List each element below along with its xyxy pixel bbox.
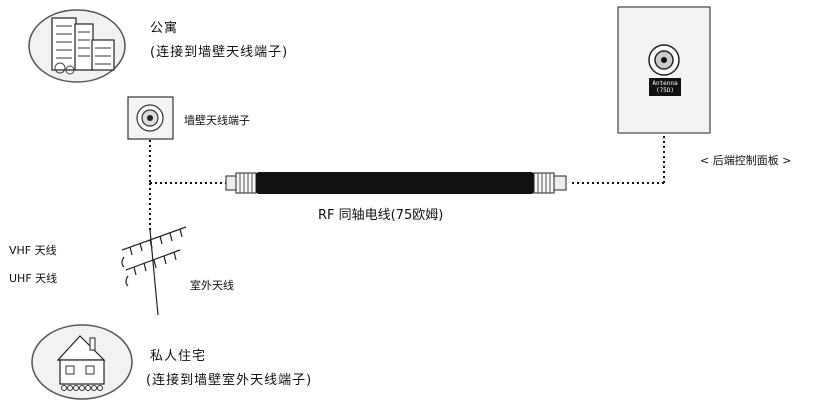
antenna-jack-label-line1: Antenna (652, 80, 678, 87)
apartment-subtitle: (连接到墙壁天线端子) (150, 45, 289, 60)
coax-cable (225, 172, 567, 194)
house-subtitle: (连接到墙壁室外天线端子) (146, 373, 313, 388)
signal-path (149, 100, 665, 230)
vhf-antenna-label: VHF 天线 (9, 244, 57, 257)
antenna-jack-label: Antenna (75Ω) (649, 80, 681, 94)
back-panel (617, 6, 711, 134)
apartment-icon (28, 9, 126, 83)
apartment-title: 公寓 (150, 21, 179, 36)
house-icon (31, 324, 133, 400)
wall-jack-icon (127, 96, 174, 140)
antenna-jack-label-line2: (75Ω) (655, 87, 675, 94)
house-title: 私人住宅 (150, 349, 207, 364)
outdoor-antenna-label: 室外天线 (190, 279, 234, 292)
cable-label: RF 同轴电线(75欧姆) (318, 208, 444, 223)
panel-caption: < 后端控制面板 > (700, 154, 792, 167)
outdoor-antenna-icon (121, 226, 187, 316)
wall-jack-label: 墙壁天线端子 (184, 114, 250, 127)
uhf-antenna-label: UHF 天线 (9, 272, 58, 285)
